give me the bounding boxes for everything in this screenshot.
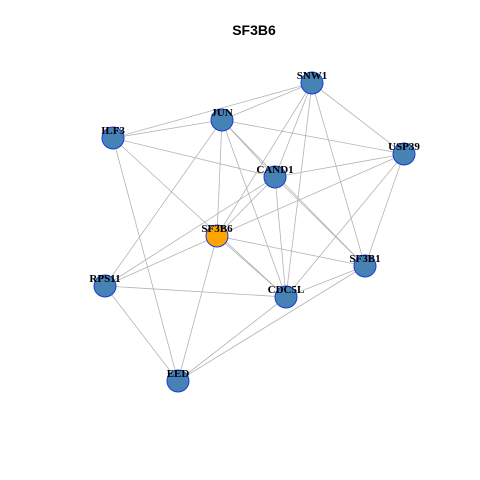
node-label-ilf3: ILF3 (101, 125, 125, 137)
edge-jun-cdc5l (221, 119, 287, 298)
node-cdc5l (274, 285, 298, 309)
edge-rps11-eed (104, 285, 179, 382)
edge-ilf3-cand1 (112, 137, 276, 178)
edge-sf3b6-eed (177, 235, 218, 382)
node-layer (93, 71, 416, 393)
node-label-cand1: CAND1 (256, 164, 293, 176)
edge-jun-sf3b1 (221, 119, 366, 267)
edge-jun-usp39 (221, 119, 405, 155)
edge-sf3b6-cdc5l (216, 235, 287, 298)
diagram-title: SF3B6 (232, 22, 276, 38)
node-eed (166, 369, 190, 393)
node-ilf3 (101, 126, 125, 150)
node-cand1 (263, 165, 287, 189)
node-label-rps11: RPS11 (89, 273, 120, 285)
edge-sf3b1-eed (177, 265, 366, 382)
node-label-jun: JUN (211, 107, 232, 119)
node-usp39 (392, 142, 416, 166)
edge-ilf3-cdc5l (112, 137, 287, 298)
edge-usp39-cand1 (274, 153, 405, 178)
edge-snw1-usp39 (311, 82, 405, 155)
edge-snw1-ilf3 (112, 82, 313, 139)
edge-jun-sf3b6 (216, 119, 223, 237)
node-snw1 (300, 71, 324, 95)
edge-cand1-rps11 (104, 176, 276, 287)
edge-sf3b6-sf3b1 (216, 235, 366, 267)
node-label-sf3b6: SF3B6 (201, 223, 233, 235)
node-label-usp39: USP39 (388, 141, 420, 153)
edge-snw1-cand1 (274, 82, 313, 178)
edge-jun-ilf3 (112, 119, 223, 139)
edge-usp39-sf3b6 (216, 153, 405, 237)
edge-cand1-sf3b6 (216, 176, 276, 237)
edge-snw1-sf3b6 (216, 82, 313, 237)
edge-jun-cand1 (221, 119, 276, 178)
edge-snw1-cdc5l (285, 82, 313, 298)
edge-jun-rps11 (104, 119, 223, 287)
edge-layer (104, 82, 405, 382)
node-label-eed: EED (167, 368, 190, 380)
edge-cand1-cdc5l (274, 176, 287, 298)
edge-sf3b1-cdc5l (285, 265, 366, 298)
edge-usp39-sf3b1 (364, 153, 405, 267)
edge-usp39-cdc5l (285, 153, 405, 298)
edge-ilf3-eed (112, 137, 179, 382)
edge-cand1-sf3b1 (274, 176, 366, 267)
node-sf3b6 (205, 224, 229, 248)
edge-sf3b6-rps11 (104, 235, 218, 287)
edge-cdc5l-eed (177, 296, 287, 382)
edge-rps11-cdc5l (104, 285, 287, 298)
node-sf3b1 (353, 254, 377, 278)
node-label-sf3b1: SF3B1 (349, 253, 380, 265)
node-rps11 (93, 274, 117, 298)
node-jun (210, 108, 234, 132)
node-label-snw1: SNW1 (297, 70, 328, 82)
edge-snw1-sf3b1 (311, 82, 366, 267)
node-label-cdc5l: CDC5L (268, 284, 305, 296)
edge-snw1-jun (221, 82, 313, 121)
